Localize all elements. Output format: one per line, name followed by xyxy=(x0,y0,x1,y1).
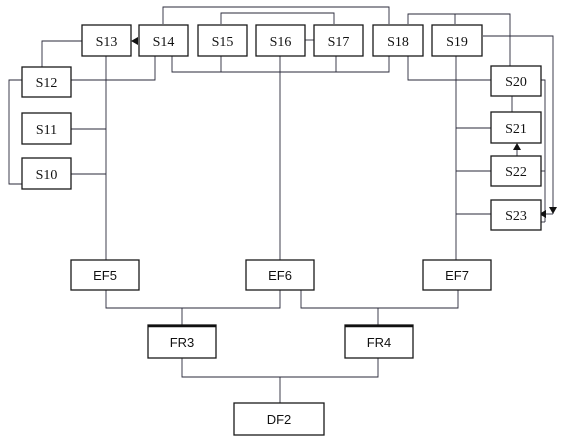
node-s16: S16 xyxy=(255,24,306,57)
arrowhead-to-s23-upper xyxy=(539,210,546,218)
node-df2: DF2 xyxy=(233,402,325,436)
node-s23: S23 xyxy=(490,199,542,231)
node-ef7: EF7 xyxy=(422,259,492,291)
node-label: FR3 xyxy=(170,335,195,350)
link-s14-s12 xyxy=(62,56,156,81)
node-ef6: EF6 xyxy=(245,259,315,291)
node-label: S13 xyxy=(96,35,118,50)
connectors xyxy=(8,6,554,403)
node-label: EF7 xyxy=(445,268,469,283)
node-label: S20 xyxy=(505,75,527,90)
node-s14: S14 xyxy=(138,24,189,57)
link-fr3-fr4-df2 xyxy=(181,358,379,378)
node-label: EF6 xyxy=(268,268,292,283)
node-label: S21 xyxy=(505,122,527,137)
node-label: S16 xyxy=(270,35,292,50)
link-bottom-bracket xyxy=(171,55,390,73)
link-s18-s20 xyxy=(407,55,491,81)
link-s19-right xyxy=(483,35,554,214)
node-ef5: EF5 xyxy=(70,259,140,291)
node-label: S19 xyxy=(446,35,468,50)
arrows xyxy=(131,37,557,218)
node-label: S18 xyxy=(387,35,409,50)
node-label: S12 xyxy=(36,76,58,91)
link-s19-s20 xyxy=(455,13,511,66)
arrowhead-to-s23-lower xyxy=(549,207,557,214)
node-label: S22 xyxy=(505,165,527,180)
node-label: S11 xyxy=(36,123,57,138)
node-label: S17 xyxy=(328,35,350,50)
link-top-bracket-outer xyxy=(162,6,390,24)
node-fr3: FR3 xyxy=(147,324,217,359)
node-s22: S22 xyxy=(490,155,542,187)
node-label: S15 xyxy=(212,35,234,50)
link-left-bracket xyxy=(8,79,22,185)
node-label: FR4 xyxy=(367,335,392,350)
arrowhead-s22-to-s21 xyxy=(513,143,521,150)
link-ef6-fr4 xyxy=(300,290,459,309)
link-s13-s12 xyxy=(41,40,82,67)
node-label: S14 xyxy=(153,35,175,50)
node-s11: S11 xyxy=(21,112,72,145)
node-label: S23 xyxy=(505,209,527,224)
node-s10: S10 xyxy=(21,157,72,190)
node-s13: S13 xyxy=(81,24,132,57)
node-s15: S15 xyxy=(197,24,248,57)
node-s17: S17 xyxy=(313,24,364,57)
node-s12: S12 xyxy=(21,66,72,98)
node-label: S10 xyxy=(36,168,58,183)
node-label: EF5 xyxy=(93,268,117,283)
node-s21: S21 xyxy=(490,111,542,144)
link-top-bracket-inner xyxy=(220,12,335,24)
node-fr4: FR4 xyxy=(344,324,414,359)
node-s18: S18 xyxy=(372,24,424,57)
node-s20: S20 xyxy=(490,65,542,97)
link-ef5-fr3 xyxy=(105,290,281,309)
node-label: DF2 xyxy=(267,412,292,427)
arrowhead-s14-to-s13 xyxy=(131,37,138,45)
link-s18-s19-top xyxy=(407,13,456,24)
node-s19: S19 xyxy=(431,24,483,57)
